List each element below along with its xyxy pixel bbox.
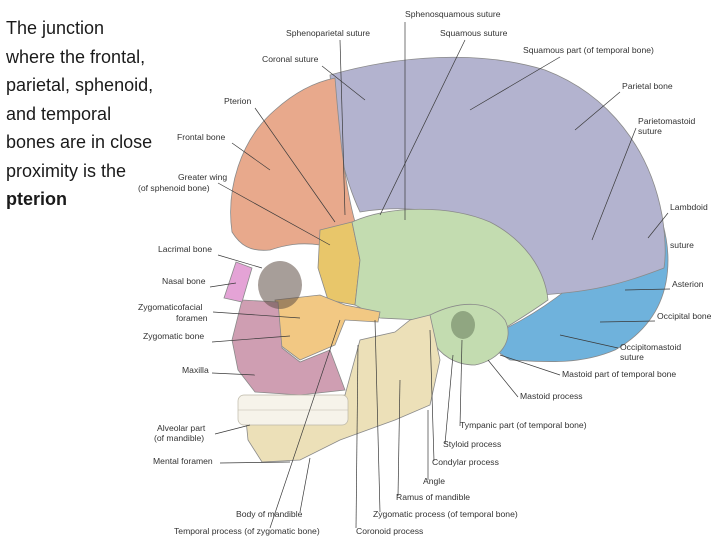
label-coronoid-process: Coronoid process [356,526,423,536]
label-occipital-bone: Occipital bone [657,311,712,321]
leader-pterion [254,107,336,223]
external-acoustic-meatus [451,311,475,339]
label-occipitomastoid-2: suture [620,352,644,362]
label-squamous-part: Squamous part (of temporal bone) [523,45,654,55]
leader-greater-wing-1 [217,182,331,246]
caption-text: The junction where the frontal, parietal… [6,18,154,181]
caption: The junction where the frontal, parietal… [6,14,156,214]
label-angle: Angle [423,476,445,486]
label-alveolar-part-1: Alveolar part [157,423,206,433]
label-occipitomastoid-1: Occipitomastoid [620,342,681,352]
leader-parietomastoid-suture-1 [591,127,637,241]
leader-nasal-bone [209,282,237,288]
leader-mental-foramen [219,461,291,464]
leader-styloid-process [444,354,454,445]
caption-emphasis: pterion [6,189,67,209]
leader-occipital-bone [599,320,656,323]
label-asterion: Asterion [672,279,704,289]
label-mental-foramen: Mental foramen [153,456,213,466]
label-coronal-suture: Coronal suture [262,54,319,64]
label-squamous-suture: Squamous suture [440,28,508,38]
leader-lacrimal-bone [217,254,263,269]
leader-tympanic-part [459,339,463,427]
label-styloid-process: Styloid process [443,439,501,449]
leader-asterion [624,288,671,291]
leader-squamous-suture [379,39,466,216]
leader-alveolar-part-1 [214,424,251,435]
leader-maxilla [211,372,256,376]
label-zygomaticofacial-2: foramen [176,313,208,323]
label-sphenosquamous-suture: Sphenosquamous suture [405,9,501,19]
leader-temporal-process [269,319,341,529]
label-lacrimal-bone: Lacrimal bone [158,244,212,254]
leader-zygomatic-process [374,319,381,513]
leader-zygomatic-bone [211,335,291,343]
label-condylar-process: Condylar process [432,457,499,467]
orbit [258,261,302,309]
leader-sphenoparietal-suture [339,39,346,216]
leader-ramus [397,379,401,497]
nasal-bone-region [223,261,253,303]
maxilla-region [231,299,346,396]
label-frontal-bone: Frontal bone [177,132,225,142]
leader-mastoid-process [487,359,519,398]
label-lambdoid-suture-1: Lambdoid [670,202,708,212]
leader-lambdoid-suture-1 [647,212,669,239]
label-zygomatic-process: Zygomatic process (of temporal bone) [373,509,518,519]
parietal-bone-region [329,56,666,296]
label-nasal-bone: Nasal bone [162,276,206,286]
label-zygomatic-bone: Zygomatic bone [143,331,204,341]
label-parietal-bone: Parietal bone [622,81,673,91]
leader-frontal-bone [231,142,271,171]
label-greater-wing-1: Greater wing [178,172,227,182]
leader-body-of-mandible [299,457,311,513]
label-greater-wing-2: (of sphenoid bone) [138,183,210,193]
label-body-of-mandible: Body of mandible [236,509,303,519]
teeth [237,394,349,426]
label-ramus: Ramus of mandible [396,492,470,502]
leader-mastoid-part [499,354,561,376]
label-mastoid-process: Mastoid process [520,391,583,401]
label-parietomastoid-suture-1: Parietomastoid [638,116,696,126]
zygomatic-bone-region [274,294,381,361]
label-pterion: Pterion [224,96,251,106]
leader-zygomaticofacial-1 [212,311,301,319]
leader-coronal-suture [321,65,366,101]
leader-parietal-bone [574,91,621,131]
label-lambdoid-suture-2: suture [670,240,694,250]
sphenoid-greater-wing-region [317,221,361,306]
label-alveolar-part-2: (of mandible) [154,433,204,443]
leader-coronoid-process [355,344,359,529]
leader-occipitomastoid-1 [559,334,619,349]
label-tympanic-part: Tympanic part (of temporal bone) [460,420,587,430]
label-sphenoparietal-suture: Sphenoparietal suture [286,28,370,38]
label-zygomaticofacial-1: Zygomaticofacial [138,302,203,312]
label-temporal-process: Temporal process (of zygomatic bone) [174,526,320,536]
leader-squamous-part [469,56,561,111]
label-parietomastoid-suture-2: suture [638,126,662,136]
leader-condylar-process [429,329,435,462]
leader-lines [209,22,671,529]
label-mastoid-part: Mastoid part of temporal bone [562,369,676,379]
label-maxilla: Maxilla [182,365,209,375]
